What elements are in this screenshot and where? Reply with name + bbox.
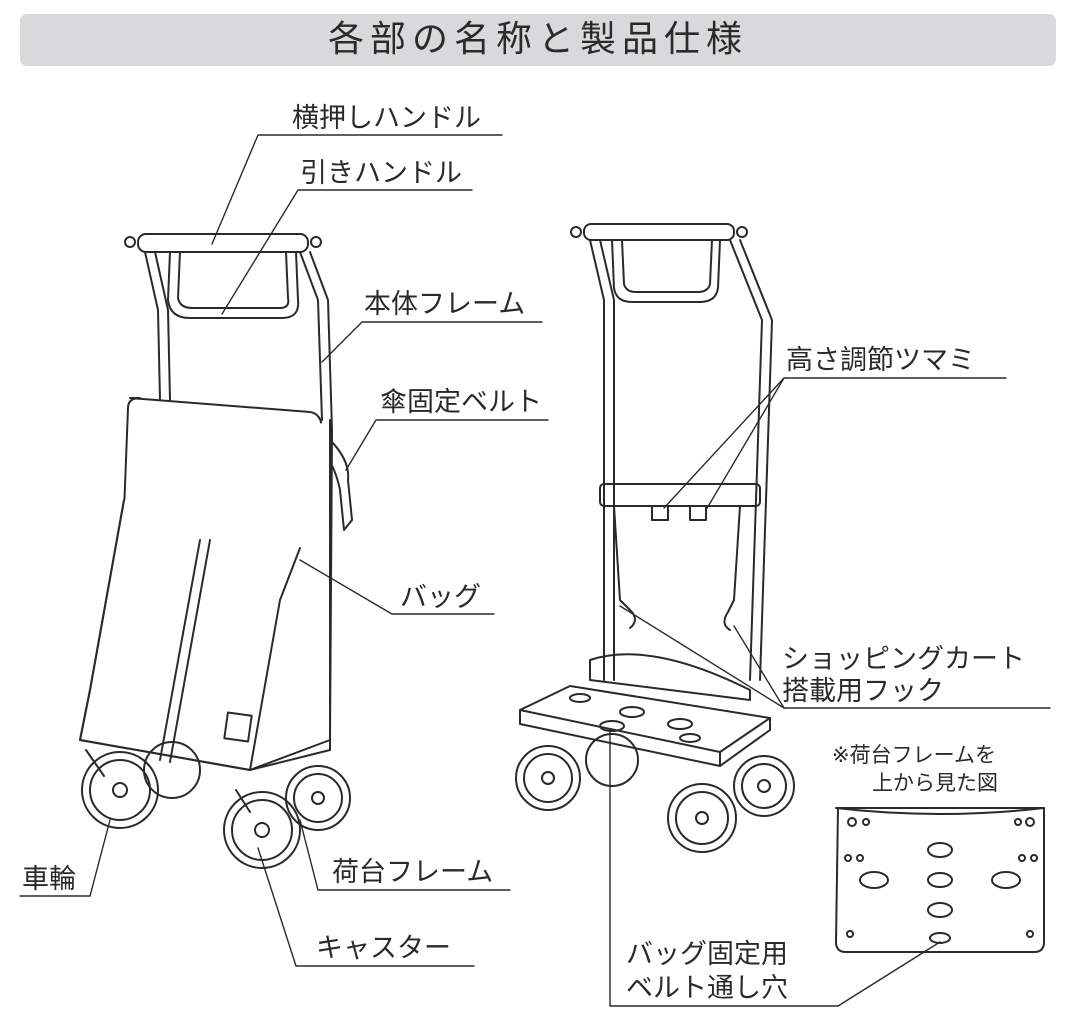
label-bag-belt-line1: バッグ固定用 bbox=[626, 939, 788, 970]
page-title: 各部の名称と製品仕様 bbox=[327, 19, 748, 60]
leader-lines bbox=[19, 134, 1051, 1007]
platform-top-view bbox=[835, 807, 1045, 953]
label-bag: バッグ bbox=[400, 582, 481, 613]
title-bar: 各部の名称と製品仕様 bbox=[20, 14, 1056, 66]
label-hiki-handle: 引きハンドル bbox=[300, 158, 462, 189]
label-hontai-frame: 本体フレーム bbox=[364, 289, 525, 320]
label-sharin: 車輪 bbox=[22, 864, 76, 895]
label-kasa-kotei-belt: 傘固定ベルト bbox=[380, 387, 542, 418]
label-yoko-oshi-handle: 横押しハンドル bbox=[292, 103, 481, 134]
label-note-line1: ※荷台フレームを bbox=[832, 743, 996, 767]
label-caster: キャスター bbox=[316, 933, 451, 964]
left-cart-illustration bbox=[79, 233, 353, 869]
label-takasa-chousetsu: 高さ調節ツマミ bbox=[786, 345, 975, 376]
label-bag-belt-line2: ベルト通し穴 bbox=[626, 973, 788, 1004]
label-shopping-cart-line1: ショッピングカート bbox=[782, 644, 1025, 675]
label-note-line2: 上から見た図 bbox=[872, 771, 998, 795]
label-shopping-cart-line2: 搭載用フック bbox=[782, 676, 944, 707]
label-nidai-frame: 荷台フレーム bbox=[332, 857, 493, 888]
right-cart-illustration bbox=[515, 223, 795, 853]
